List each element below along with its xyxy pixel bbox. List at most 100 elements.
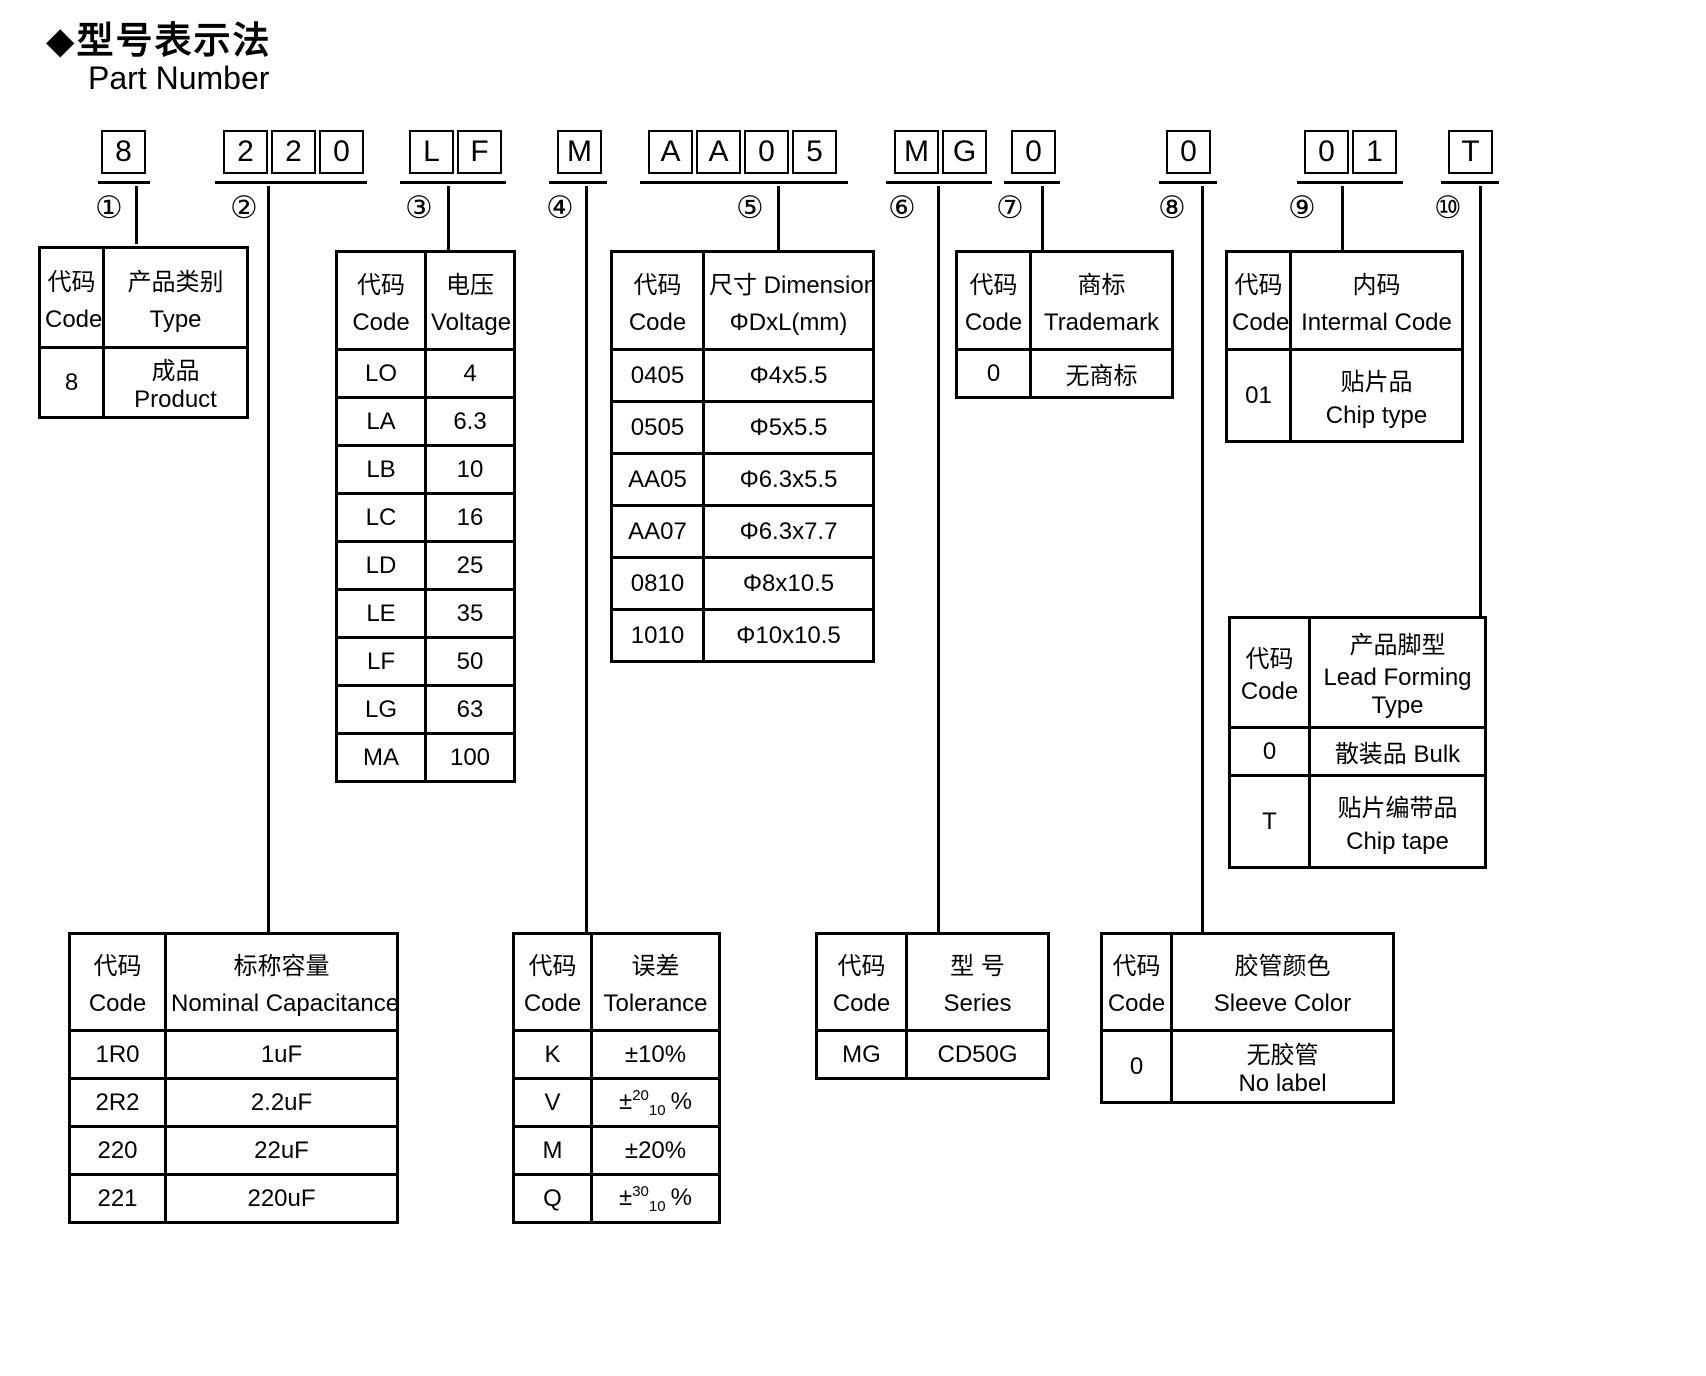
- cell-value: ±2010%: [590, 1077, 721, 1128]
- cell-value: 成品 Product: [102, 346, 249, 419]
- cell-value: 4: [424, 348, 516, 399]
- header-code: 代码 Code: [38, 246, 105, 349]
- pn-char-box: G: [942, 130, 987, 174]
- cell-code: 0: [955, 348, 1032, 399]
- group-marker-2: ②: [230, 190, 258, 225]
- pn-group-1: 8: [101, 130, 146, 174]
- table-row: 0 无商标: [955, 348, 1174, 399]
- cell-value: 35: [424, 588, 516, 639]
- cell-value: ±3010%: [590, 1173, 721, 1224]
- group-marker-3: ③: [405, 190, 433, 225]
- group-underline: [215, 181, 367, 184]
- table-row: 01 贴片品 Chip type: [1225, 348, 1464, 443]
- table-row: V ±2010%: [512, 1077, 721, 1128]
- connector-line-3: [447, 186, 450, 250]
- cell-value: 10: [424, 444, 516, 495]
- cell-value: ±10%: [590, 1029, 721, 1080]
- group-underline: [98, 181, 150, 184]
- pn-char-box: T: [1448, 130, 1493, 174]
- table-lead-forming: 代码 Code 产品脚型 Lead Forming Type 0 散装品 Bul…: [1228, 616, 1487, 869]
- group-underline: [549, 181, 607, 184]
- header-code: 代码 Code: [1100, 932, 1173, 1032]
- header-name: 误差 Tolerance: [590, 932, 721, 1032]
- header-name: 产品类别 Type: [102, 246, 249, 349]
- header-name: 内码 Intermal Code: [1289, 250, 1464, 351]
- table-product-type: 代码 Code 产品类别 Type 8 成品 Product: [38, 246, 249, 419]
- pn-char-box: 0: [1166, 130, 1211, 174]
- table-row: 0 无胶管 No label: [1100, 1029, 1395, 1104]
- cell-code: 0: [1228, 726, 1311, 777]
- group-underline: [1004, 181, 1060, 184]
- connector-line-1: [135, 186, 138, 244]
- cell-value: 无胶管 No label: [1170, 1029, 1395, 1104]
- cell-value: Φ10x10.5: [702, 608, 875, 663]
- connector-line-2: [267, 186, 270, 932]
- page-title-zh: ◆型号表示法: [46, 20, 272, 61]
- cell-code: 1010: [610, 608, 705, 663]
- pn-char-box: 8: [101, 130, 146, 174]
- cell-value: Φ6.3x7.7: [702, 504, 875, 559]
- pn-char-box: M: [894, 130, 939, 174]
- group-underline: [1441, 181, 1499, 184]
- cell-value: Φ8x10.5: [702, 556, 875, 611]
- pn-char-box: F: [457, 130, 502, 174]
- cell-code: 2R2: [68, 1077, 167, 1128]
- cell-code: 0405: [610, 348, 705, 403]
- group-marker-4: ④: [546, 190, 574, 225]
- pn-char-box: 1: [1352, 130, 1397, 174]
- cell-value: 22uF: [164, 1125, 399, 1176]
- group-underline: [400, 181, 506, 184]
- connector-line-7: [1041, 186, 1044, 250]
- header-name: 胶管颜色 Sleeve Color: [1170, 932, 1395, 1032]
- pn-char-box: A: [648, 130, 693, 174]
- table-row: K ±10%: [512, 1029, 721, 1080]
- cell-value: 散装品 Bulk: [1308, 726, 1487, 777]
- group-marker-10: ⑩: [1434, 190, 1462, 225]
- table-internal-code: 代码 Code 内码 Intermal Code 01 贴片品 Chip typ…: [1225, 250, 1464, 443]
- cell-value: 1uF: [164, 1029, 399, 1080]
- table-row: M ±20%: [512, 1125, 721, 1176]
- header-name: 产品脚型 Lead Forming Type: [1308, 616, 1487, 729]
- pn-char-box: 0: [1011, 130, 1056, 174]
- group-marker-7: ⑦: [996, 190, 1024, 225]
- page-title-en: Part Number: [88, 60, 270, 96]
- group-underline: [640, 181, 848, 184]
- pn-group-10: T: [1448, 130, 1493, 174]
- pn-group-7: 0: [1011, 130, 1056, 174]
- pn-group-4: M: [557, 130, 602, 174]
- connector-line-4: [585, 186, 588, 932]
- cell-value: 无商标: [1029, 348, 1174, 399]
- pn-char-box: 2: [271, 130, 316, 174]
- pn-char-box: 2: [223, 130, 268, 174]
- pn-group-5: A A 0 5: [648, 130, 837, 174]
- pn-group-6: M G: [894, 130, 987, 174]
- cell-code: LO: [335, 348, 427, 399]
- connector-line-8: [1201, 186, 1204, 932]
- cell-code: MA: [335, 732, 427, 783]
- pn-char-box: 5: [792, 130, 837, 174]
- cell-code: 0: [1100, 1029, 1173, 1104]
- header-code: 代码 Code: [68, 932, 167, 1032]
- group-underline: [886, 181, 992, 184]
- table-row: 8 成品 Product: [38, 346, 249, 419]
- cell-value: Φ6.3x5.5: [702, 452, 875, 507]
- header-name: 型 号 Series: [905, 932, 1050, 1032]
- cell-code: 0505: [610, 400, 705, 455]
- header-code: 代码 Code: [512, 932, 593, 1032]
- cell-value: 16: [424, 492, 516, 543]
- cell-code: 0810: [610, 556, 705, 611]
- group-marker-8: ⑧: [1158, 190, 1186, 225]
